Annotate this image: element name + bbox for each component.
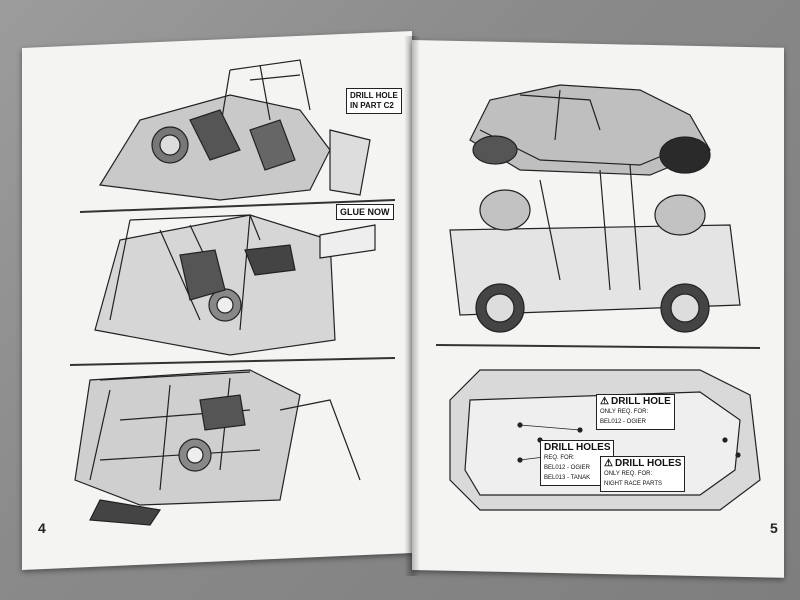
drill-holes-night-title: DRILL HOLES [614,458,682,469]
drill-hole-subtitle: IN PART C2 [350,101,394,110]
glue-now-label: GLUE NOW [340,207,390,217]
booklet-spine [404,36,420,576]
drill-hole-ogier-title: DRILL HOLE [610,396,671,407]
page-number-right: 5 [770,520,778,536]
drill-holes-models-title: DRILL HOLES [544,442,611,453]
warning-icon: ⚠ [604,458,613,469]
step-4-body-drawing [469,84,711,176]
drill-hole-ogier-req: ONLY REQ. FOR: [600,409,649,415]
drill-hole-ogier-callout: ⚠DRILL HOLE ONLY REQ. FOR: BEL012 - OGIE… [596,394,675,430]
drill-hole-callout: DRILL HOLE IN PART C2 [346,88,402,114]
drill-holes-models-req: REQ. FOR: [544,455,575,461]
left-divider-2 [69,357,396,366]
drill-hole-ogier-model: BEL012 - OGIER [600,419,647,425]
drill-holes-models-model2: BEL013 - TANAK [544,475,591,481]
drill-holes-night-req: ONLY REQ. FOR: [604,471,653,477]
drill-holes-night-callout: ⚠DRILL HOLES ONLY REQ. FOR: NIGHT RACE P… [600,456,686,492]
drill-hole-title: DRILL HOLE [350,91,398,100]
step-3-rollcage-drawing [74,369,361,526]
glue-now-callout: GLUE NOW [336,204,394,220]
step-2-rollcage-drawing [94,214,376,356]
step-1-rollcage-drawing [99,59,371,201]
right-divider [435,344,761,349]
warning-icon: ⚠ [600,396,609,407]
drill-holes-night-parts: NIGHT RACE PARTS [604,481,663,487]
page-number-left: 4 [38,520,46,536]
drill-holes-models-model1: BEL012 - OGIER [544,465,591,471]
step-4-chassis-drawing [449,164,741,333]
left-divider-1 [79,199,396,213]
